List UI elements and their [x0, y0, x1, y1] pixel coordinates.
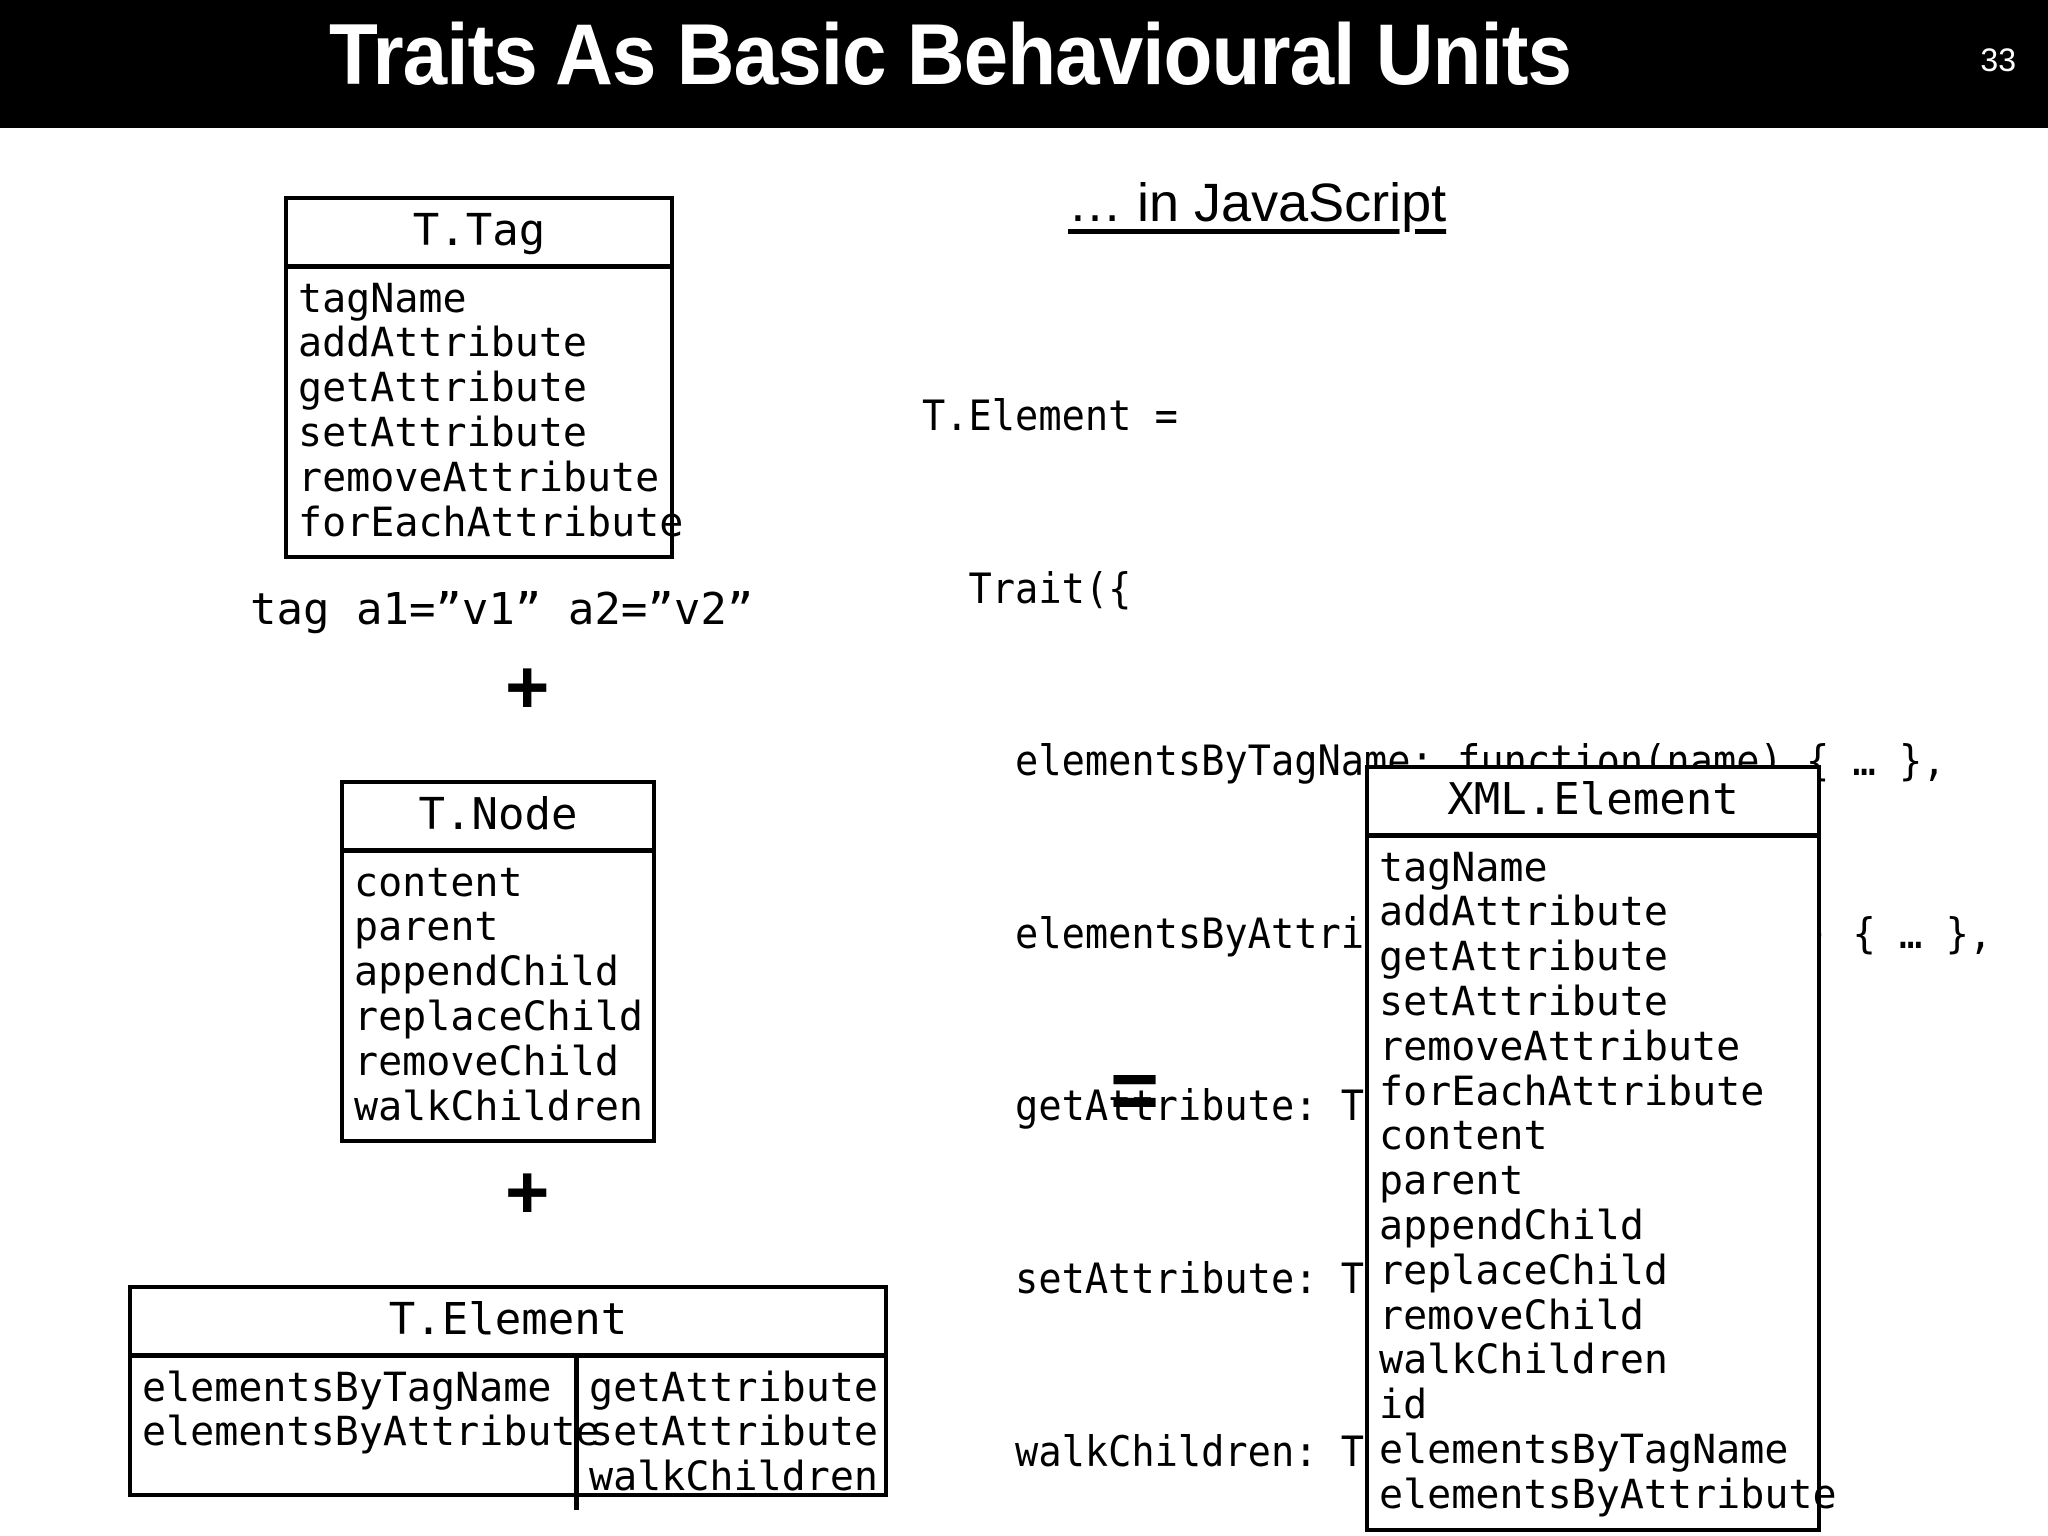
uml-box-title: T.Tag [288, 200, 670, 269]
uml-member: parent [1379, 1158, 1524, 1205]
uml-member: removeAttribute [298, 454, 660, 501]
code-line: Trait({ [922, 563, 1132, 613]
page-title: Traits As Basic Behavioural Units [328, 7, 1572, 103]
uml-member: forEachAttribute [1379, 1068, 1765, 1115]
uml-member: elementsByTagName [142, 1364, 552, 1411]
code-line: T.Element = [922, 391, 1178, 441]
uml-member: removeChild [354, 1038, 619, 1085]
uml-member: id [1379, 1382, 1428, 1429]
uml-member: appendChild [1379, 1203, 1644, 1250]
uml-member: elementsByTagName [1379, 1427, 1789, 1474]
uml-member: addAttribute [1379, 889, 1668, 936]
uml-member: getAttribute [589, 1364, 878, 1411]
uml-member-list: tagName addAttribute getAttribute setAtt… [1369, 838, 1837, 1528]
uml-member: getAttribute [298, 365, 587, 412]
plus-operator-2: + [505, 1150, 550, 1235]
uml-member: getAttribute [1379, 934, 1668, 981]
equals-operator: = [1110, 1043, 1160, 1137]
uml-member: walkChildren [589, 1454, 878, 1501]
uml-member: removeAttribute [1379, 1023, 1741, 1070]
uml-member: tagName [298, 275, 467, 322]
uml-member-list: tagName addAttribute getAttribute setAtt… [288, 269, 684, 556]
uml-member: elementsByAttribute [142, 1409, 600, 1456]
uml-member-column: content parent appendChild replaceChild … [344, 853, 652, 1140]
uml-member: elementsByAttribute [1379, 1471, 1837, 1518]
uml-member: parent [354, 904, 499, 951]
uml-box-t-tag: T.Tag tagName addAttribute getAttribute … [284, 196, 684, 560]
uml-member: walkChildren [1379, 1337, 1668, 1384]
uml-box-t-node: T.Node content parent appendChild replac… [340, 780, 656, 1144]
uml-box-title: XML.Element [1369, 769, 1817, 838]
uml-member: setAttribute [298, 410, 587, 457]
tag-example-text: tag a1=”v1” a2=”v2” [250, 584, 754, 635]
uml-box-xml-element: XML.Element tagName addAttribute getAttr… [1365, 765, 1837, 1532]
section-heading-javascript: … in JavaScript [1068, 173, 1447, 233]
uml-member: walkChildren [354, 1083, 643, 1130]
uml-member-list: elementsByTagName elementsByAttribute ge… [132, 1357, 884, 1511]
uml-box-t-element: T.Element elementsByTagName elementsByAt… [128, 1285, 888, 1511]
uml-member: content [1379, 1113, 1548, 1160]
uml-box-title: T.Node [344, 784, 652, 853]
page-number: 33 [1980, 42, 2016, 78]
uml-member: removeChild [1379, 1292, 1644, 1339]
plus-operator-1: + [505, 645, 550, 730]
title-banner: Traits As Basic Behavioural Units 33 [0, 0, 2048, 128]
uml-member: replaceChild [354, 994, 643, 1041]
uml-member: forEachAttribute [298, 499, 684, 546]
uml-member-column-right: getAttribute setAttribute walkChildren [574, 1357, 884, 1511]
uml-member: content [354, 859, 523, 906]
uml-member-column: tagName addAttribute getAttribute setAtt… [1369, 838, 1837, 1528]
uml-member: tagName [1379, 844, 1548, 891]
uml-member: addAttribute [298, 320, 587, 367]
uml-box-title: T.Element [132, 1289, 884, 1358]
uml-member: replaceChild [1379, 1247, 1668, 1294]
uml-member-column-left: elementsByTagName elementsByAttribute [132, 1358, 600, 1510]
uml-member-column: tagName addAttribute getAttribute setAtt… [288, 269, 684, 556]
uml-member: appendChild [354, 949, 619, 996]
uml-member-list: content parent appendChild replaceChild … [344, 853, 652, 1140]
uml-member: setAttribute [1379, 979, 1668, 1026]
uml-member: setAttribute [589, 1409, 878, 1456]
